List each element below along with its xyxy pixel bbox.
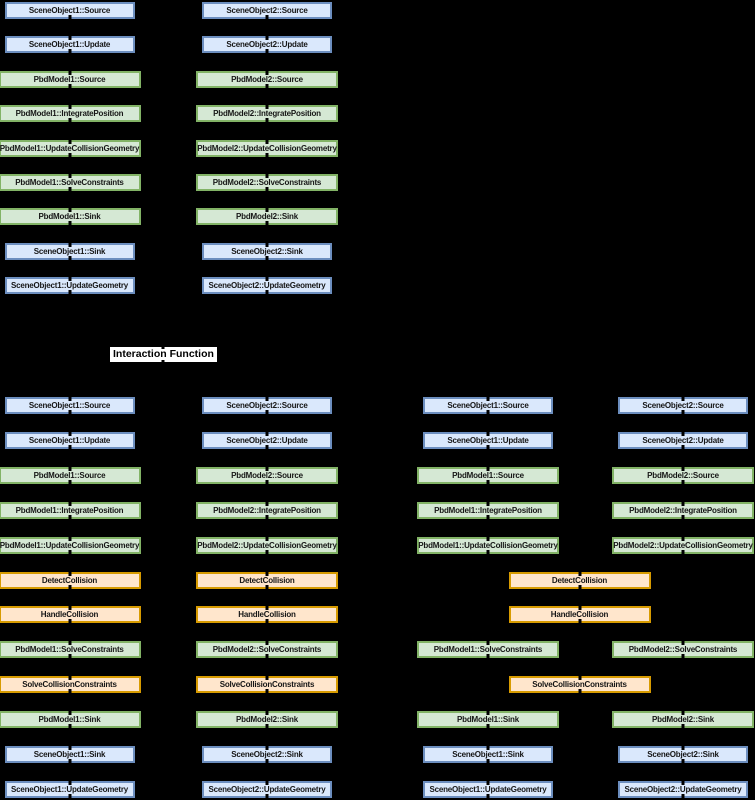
task-node-sceneobject2-update: SceneObject2::Update xyxy=(618,431,748,449)
task-node-sceneobject2-updategeometry: SceneObject2::UpdateGeometry xyxy=(618,780,748,798)
task-node-detectcollision: DetectCollision xyxy=(0,571,141,589)
task-node-pbdmodel1-updatecollisiongeometry: PbdModel1::UpdateCollisionGeometry xyxy=(417,536,559,554)
task-node-pbdmodel2-integrateposition: PbdModel2::IntegratePosition xyxy=(612,501,754,519)
task-node-pbdmodel1-updatecollisiongeometry: PbdModel1::UpdateCollisionGeometry xyxy=(0,536,141,554)
task-node-pbdmodel2-integrateposition: PbdModel2::IntegratePosition xyxy=(196,501,338,519)
task-node-pbdmodel1-integrateposition: PbdModel1::IntegratePosition xyxy=(0,501,141,519)
task-node-pbdmodel2-solveconstraints: PbdModel2::SolveConstraints xyxy=(196,641,338,659)
task-node-sceneobject1-update: SceneObject1::Update xyxy=(4,431,135,449)
task-node-sceneobject1-source: SceneObject1::Source xyxy=(4,2,135,19)
task-node-sceneobject1-update: SceneObject1::Update xyxy=(423,431,553,449)
task-node-detectcollision: DetectCollision xyxy=(508,571,651,589)
task-node-pbdmodel2-source: PbdModel2::Source xyxy=(196,70,338,88)
task-node-pbdmodel1-updatecollisiongeometry: PbdModel1::UpdateCollisionGeometry xyxy=(0,139,141,157)
task-node-sceneobject2-sink: SceneObject2::Sink xyxy=(202,242,332,260)
task-node-pbdmodel2-sink: PbdModel2::Sink xyxy=(612,711,754,729)
task-node-solvecollisionconstraints: SolveCollisionConstraints xyxy=(508,676,651,694)
task-node-pbdmodel2-solveconstraints: PbdModel2::SolveConstraints xyxy=(612,641,754,659)
task-node-pbdmodel2-source: PbdModel2::Source xyxy=(612,466,754,484)
task-node-pbdmodel1-solveconstraints: PbdModel1::SolveConstraints xyxy=(0,174,141,191)
task-node-sceneobject1-updategeometry: SceneObject1::UpdateGeometry xyxy=(423,780,553,798)
task-node-pbdmodel1-source: PbdModel1::Source xyxy=(417,466,559,484)
task-node-handlecollision: HandleCollision xyxy=(508,606,651,624)
task-node-sceneobject1-sink: SceneObject1::Sink xyxy=(423,746,553,763)
task-node-pbdmodel1-sink: PbdModel1::Sink xyxy=(417,711,559,729)
task-node-sceneobject2-updategeometry: SceneObject2::UpdateGeometry xyxy=(202,780,332,798)
task-node-sceneobject1-updategeometry: SceneObject1::UpdateGeometry xyxy=(4,277,135,295)
task-node-pbdmodel2-updatecollisiongeometry: PbdModel2::UpdateCollisionGeometry xyxy=(612,536,754,554)
task-node-pbdmodel2-updatecollisiongeometry: PbdModel2::UpdateCollisionGeometry xyxy=(196,536,338,554)
task-node-sceneobject1-sink: SceneObject1::Sink xyxy=(4,242,135,260)
task-node-solvecollisionconstraints: SolveCollisionConstraints xyxy=(196,676,338,694)
task-node-sceneobject2-source: SceneObject2::Source xyxy=(202,397,332,414)
task-node-sceneobject2-update: SceneObject2::Update xyxy=(202,36,332,54)
task-node-pbdmodel2-sink: PbdModel2::Sink xyxy=(196,711,338,729)
task-node-sceneobject2-source: SceneObject2::Source xyxy=(618,397,748,414)
task-node-sceneobject1-source: SceneObject1::Source xyxy=(4,397,135,414)
task-node-sceneobject1-source: SceneObject1::Source xyxy=(423,397,553,414)
task-node-sceneobject2-source: SceneObject2::Source xyxy=(202,2,332,19)
task-node-sceneobject2-sink: SceneObject2::Sink xyxy=(618,746,748,763)
task-node-pbdmodel2-source: PbdModel2::Source xyxy=(196,466,338,484)
task-node-pbdmodel2-sink: PbdModel2::Sink xyxy=(196,208,338,226)
task-node-pbdmodel1-sink: PbdModel1::Sink xyxy=(0,711,141,729)
task-node-pbdmodel1-solveconstraints: PbdModel1::SolveConstraints xyxy=(0,641,141,659)
task-node-pbdmodel1-integrateposition: PbdModel1::IntegratePosition xyxy=(417,501,559,519)
task-node-pbdmodel1-solveconstraints: PbdModel1::SolveConstraints xyxy=(417,641,559,659)
task-node-pbdmodel1-sink: PbdModel1::Sink xyxy=(0,208,141,226)
task-node-pbdmodel2-updatecollisiongeometry: PbdModel2::UpdateCollisionGeometry xyxy=(196,139,338,157)
task-node-handlecollision: HandleCollision xyxy=(0,606,141,624)
task-node-pbdmodel1-integrateposition: PbdModel1::IntegratePosition xyxy=(0,105,141,123)
task-node-pbdmodel2-integrateposition: PbdModel2::IntegratePosition xyxy=(196,105,338,123)
task-node-handlecollision: HandleCollision xyxy=(196,606,338,624)
task-node-sceneobject1-update: SceneObject1::Update xyxy=(4,36,135,54)
task-node-sceneobject1-sink: SceneObject1::Sink xyxy=(4,746,135,763)
task-node-sceneobject2-updategeometry: SceneObject2::UpdateGeometry xyxy=(202,277,332,295)
task-node-sceneobject1-updategeometry: SceneObject1::UpdateGeometry xyxy=(4,780,135,798)
task-node-sceneobject2-update: SceneObject2::Update xyxy=(202,431,332,449)
task-node-solvecollisionconstraints: SolveCollisionConstraints xyxy=(0,676,141,694)
task-node-pbdmodel1-source: PbdModel1::Source xyxy=(0,70,141,88)
task-node-pbdmodel2-solveconstraints: PbdModel2::SolveConstraints xyxy=(196,174,338,191)
task-node-detectcollision: DetectCollision xyxy=(196,571,338,589)
task-node-sceneobject2-sink: SceneObject2::Sink xyxy=(202,746,332,763)
task-node-pbdmodel1-source: PbdModel1::Source xyxy=(0,466,141,484)
interaction-function-label: Interaction Function xyxy=(110,347,217,362)
